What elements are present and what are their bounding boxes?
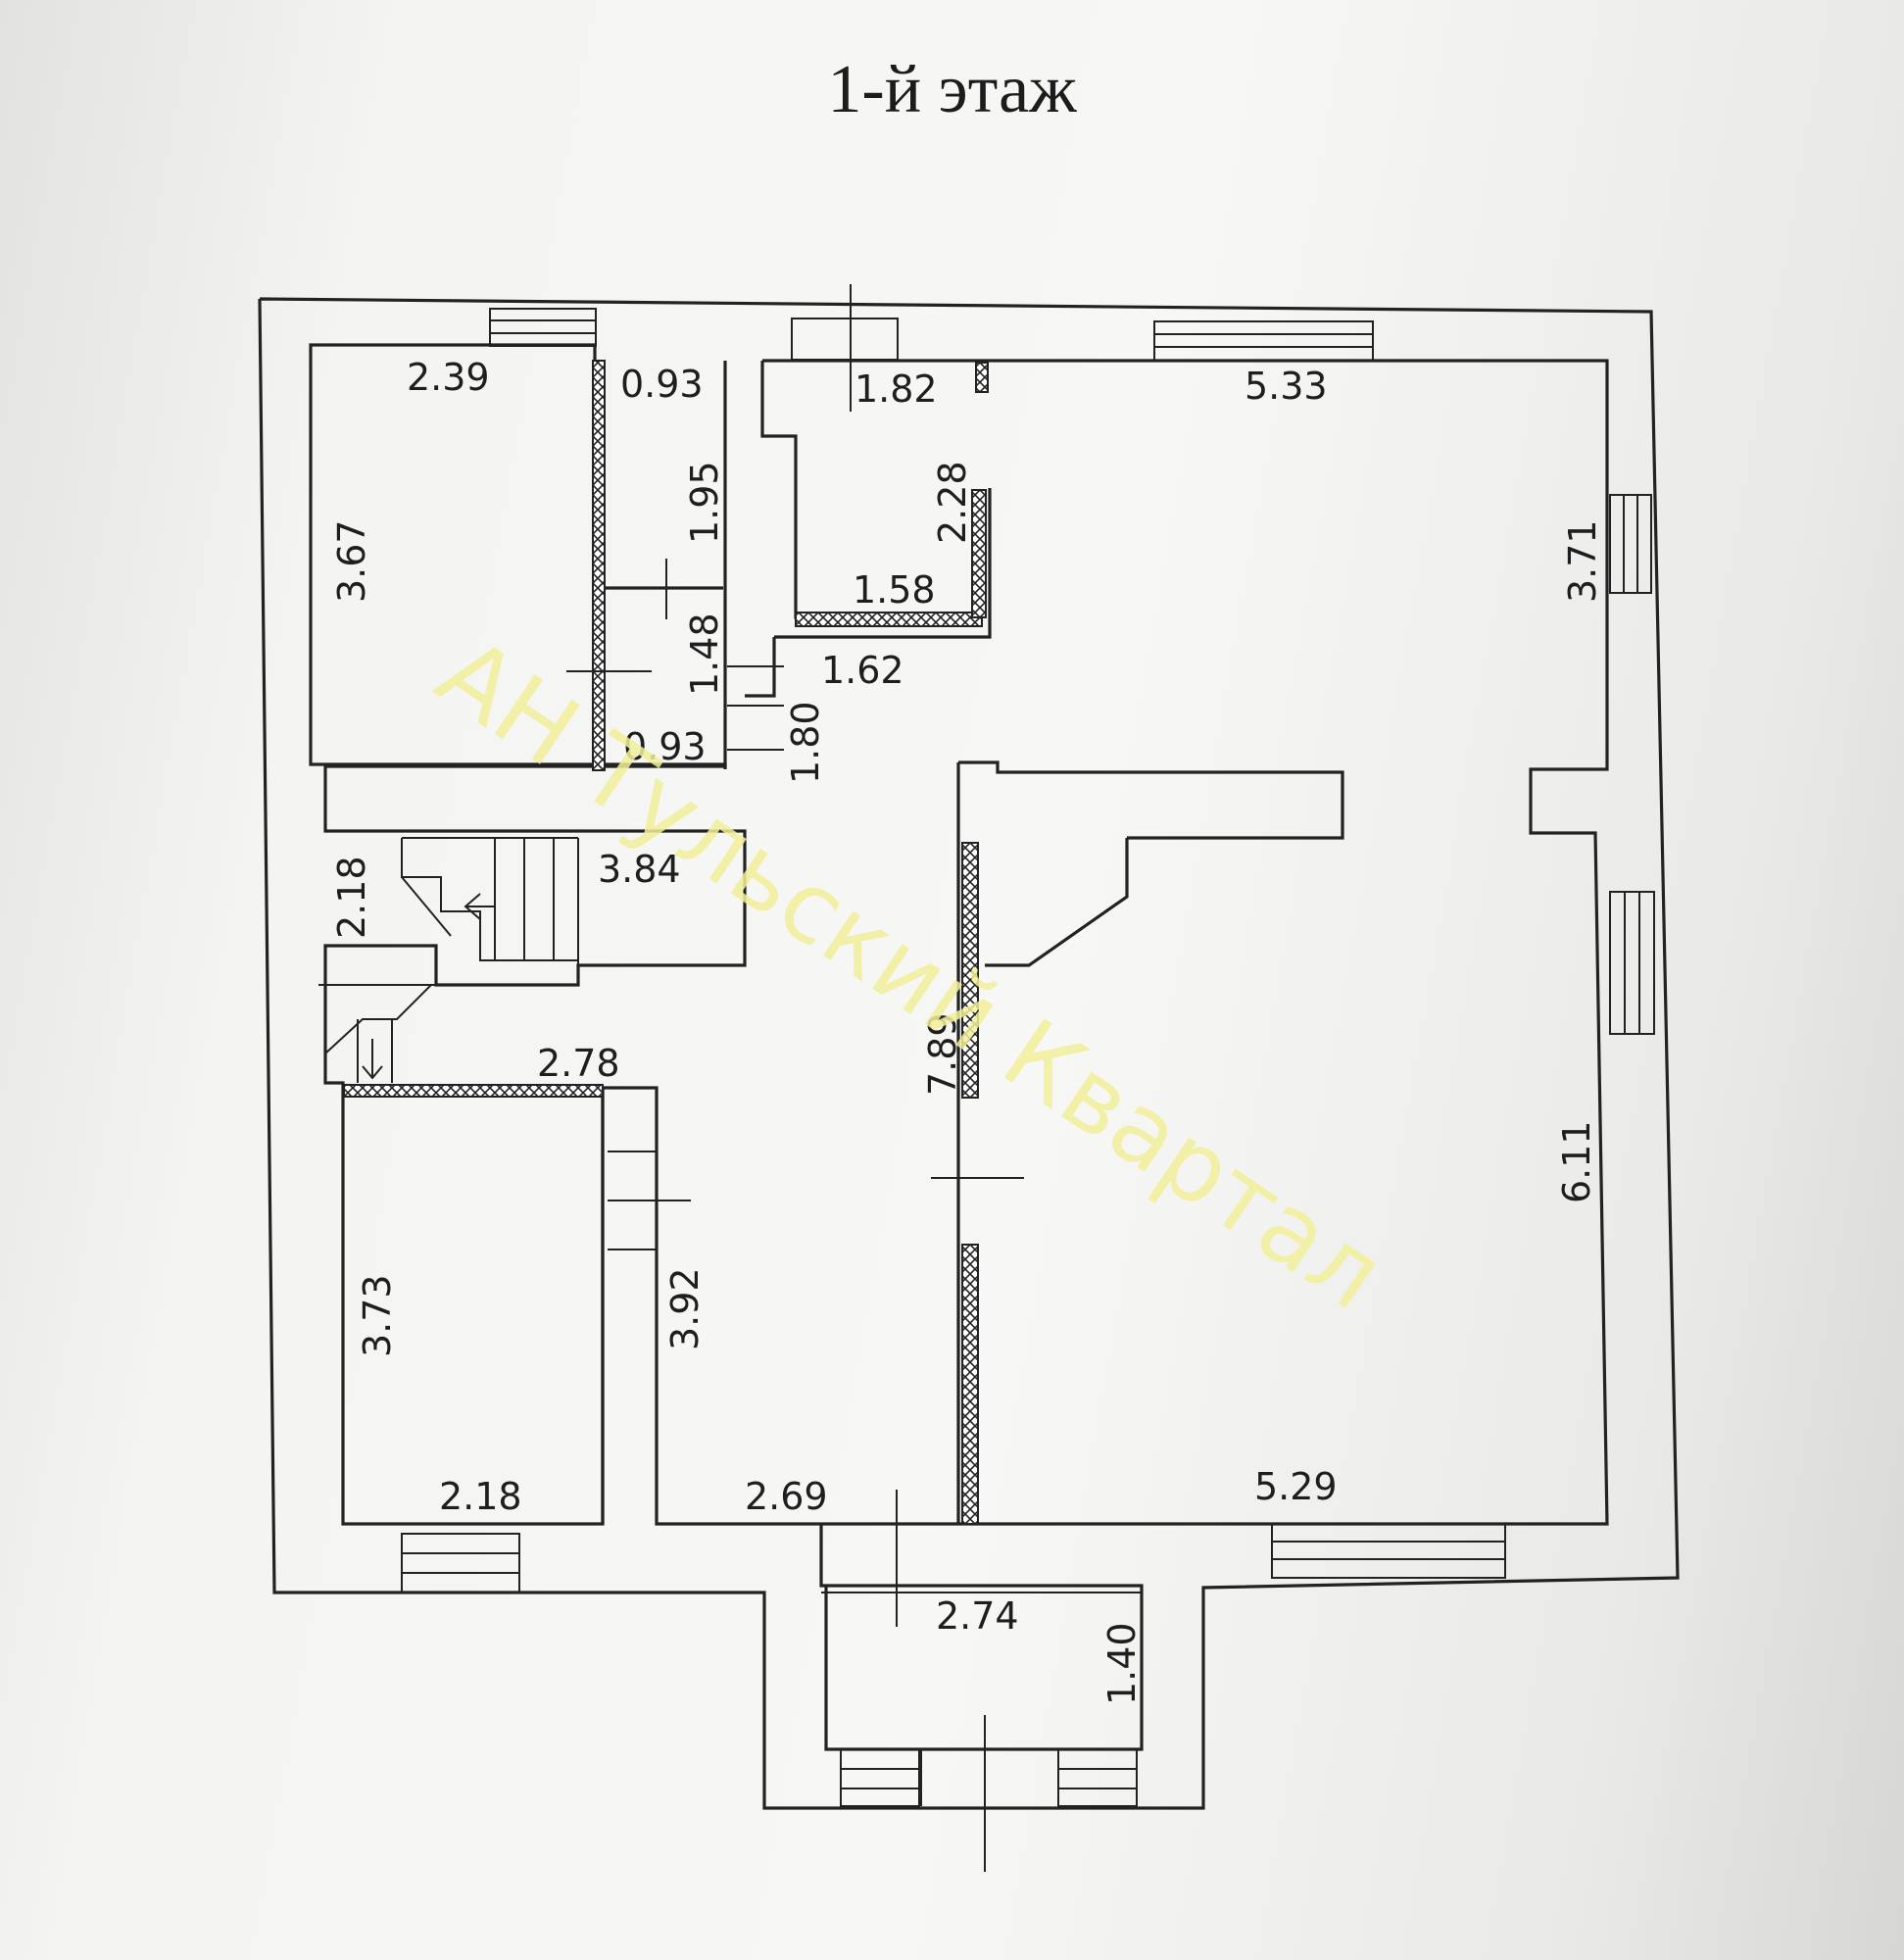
dim-1-80: 1.80	[784, 701, 827, 784]
dim-5-33: 5.33	[1245, 365, 1328, 408]
dim-3-73: 3.73	[356, 1274, 399, 1357]
dimension-labels: 2.39 0.93 1.82 5.33 1.58 1.62 0.93 3.84 …	[330, 356, 1604, 1705]
windows	[401, 308, 1655, 1807]
dim-3-71: 3.71	[1561, 519, 1604, 603]
dim-7-89: 7.89	[921, 1012, 964, 1096]
dim-3-84: 3.84	[598, 848, 681, 891]
dim-1-82: 1.82	[854, 368, 938, 411]
dim-2-74: 2.74	[936, 1594, 1019, 1638]
dim-1-58: 1.58	[853, 568, 936, 612]
dim-6-11: 6.11	[1555, 1120, 1598, 1203]
dim-0-93-top: 0.93	[620, 363, 704, 406]
dim-3-67: 3.67	[330, 519, 373, 603]
floor-title: 1-й этаж	[827, 52, 1077, 127]
dim-1-95: 1.95	[683, 461, 726, 544]
dim-1-62: 1.62	[821, 649, 904, 692]
dim-0-93-bottom: 0.93	[623, 725, 707, 768]
watermark-text: АН Тульский Квартал	[418, 615, 1403, 1332]
hatched-partitions	[343, 360, 989, 1525]
dim-2-39: 2.39	[407, 356, 490, 399]
dim-2-18-stairs: 2.18	[330, 856, 373, 939]
dim-1-48: 1.48	[683, 612, 726, 696]
dim-2-28: 2.28	[931, 461, 974, 544]
dim-2-78: 2.78	[537, 1042, 620, 1085]
door-marks	[566, 284, 1024, 1872]
dim-2-69: 2.69	[745, 1475, 828, 1518]
dim-5-29: 5.29	[1254, 1465, 1338, 1508]
dim-1-40: 1.40	[1100, 1622, 1144, 1705]
dim-2-18-bottom: 2.18	[439, 1475, 522, 1518]
dim-3-92: 3.92	[663, 1267, 707, 1350]
